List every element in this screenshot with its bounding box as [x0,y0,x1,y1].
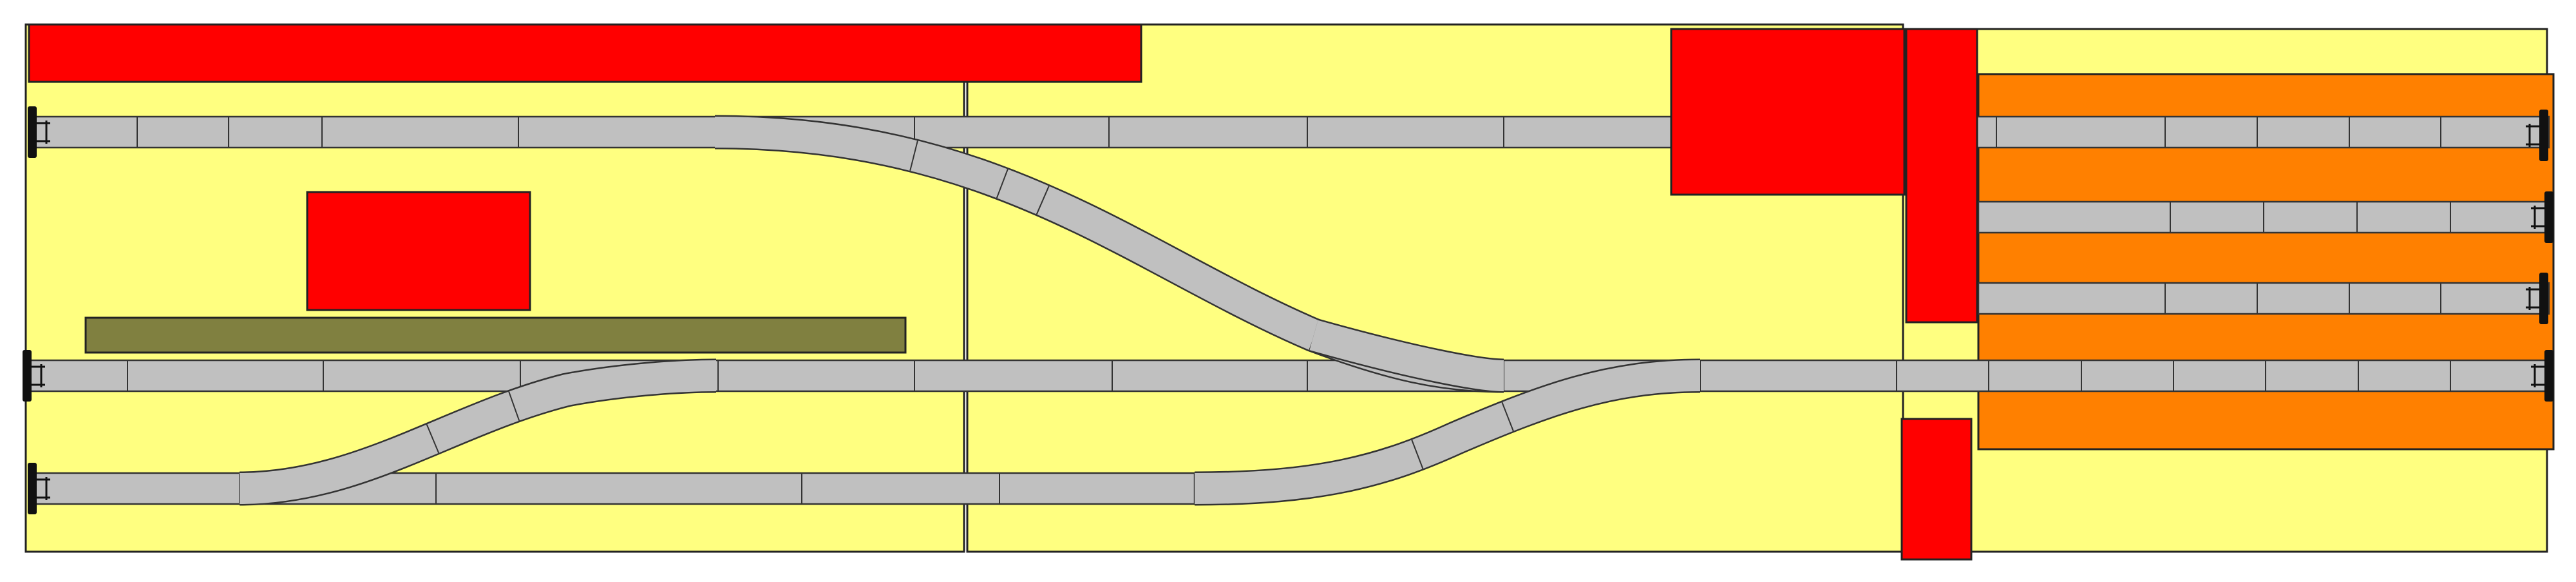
buffer-beam [2544,191,2553,243]
curve-joint [508,391,520,422]
buffer-stop [23,350,45,402]
track-row-2 [1977,200,2550,234]
rail-bed [34,472,1196,505]
buffer-beam [2544,350,2553,402]
station-building [1670,28,1906,196]
buffer-stop [2526,273,2548,324]
buffer-stop [28,463,50,514]
curve-lower-siding-2 [1194,358,1701,506]
buffer-stop [28,106,50,158]
curve-main-diverge [1309,318,1504,393]
track-row-5 [34,472,1196,505]
buffer-beam [2539,273,2548,324]
track-row-4 [26,359,2550,393]
buffer-stop [2531,350,2553,402]
buffer-beam [28,463,37,514]
signal-box-upper [1905,28,1978,324]
buffer-stops [23,106,2553,514]
long-building [28,23,1142,83]
rail-bed [26,359,2550,393]
curve-lower-siding-1 [239,358,717,506]
track-row-1 [34,115,2550,149]
buffer-beam [23,350,32,402]
rail-bed [34,115,2550,149]
curve-joint [909,141,918,171]
signal-box-lower [1900,418,1973,561]
curve-bed [1309,320,1504,391]
tracks [26,115,2550,506]
buildings [28,23,1978,561]
curve-bed [1194,360,1701,504]
small-building [306,191,531,311]
rail-bed [1977,282,2550,315]
curve-joint [1036,186,1050,215]
curve-joint [426,424,440,454]
buffer-stop [2526,110,2548,161]
curve-bed [239,360,717,504]
buffer-stop [2531,191,2553,243]
curve-joint [996,169,1009,199]
olive-platform [84,316,907,354]
curve-joint [1411,440,1424,469]
buffer-beam [28,106,37,158]
track-row-3 [1977,282,2550,315]
curve-joint [1501,402,1514,432]
buffer-beam [2539,110,2548,161]
